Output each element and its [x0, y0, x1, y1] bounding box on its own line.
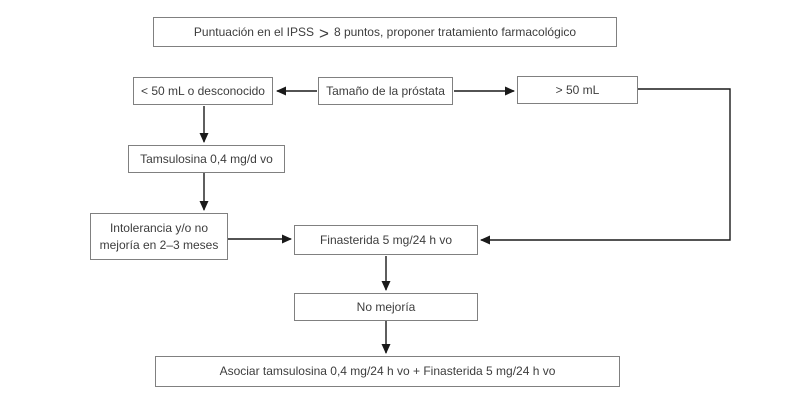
- box-ipss-title: Puntuación en el IPSS > 8 puntos, propon…: [153, 17, 617, 47]
- box-finasterida: Finasterida 5 mg/24 h vo: [294, 225, 478, 255]
- box-less-than-50ml: < 50 mL o desconocido: [133, 77, 273, 105]
- box-asociar-tratamientos: Asociar tamsulosina 0,4 mg/24 h vo + Fin…: [155, 356, 620, 387]
- box-tamsulosina: Tamsulosina 0,4 mg/d vo: [128, 145, 285, 173]
- greater-than-symbol: >: [319, 23, 329, 43]
- box-greater-than-50ml: > 50 mL: [517, 76, 638, 104]
- box-intolerancia: Intolerancia y/o no mejoría en 2–3 meses: [90, 213, 228, 260]
- arrow-greater50-to-finasterida: [480, 88, 731, 245]
- ipss-title-before: Puntuación en el IPSS: [193, 24, 314, 39]
- ipss-title-after: 8 puntos, proponer tratamiento farmacoló…: [333, 24, 577, 39]
- box-prostate-size: Tamaño de la próstata: [318, 77, 453, 105]
- box-no-mejoria: No mejoría: [294, 293, 478, 321]
